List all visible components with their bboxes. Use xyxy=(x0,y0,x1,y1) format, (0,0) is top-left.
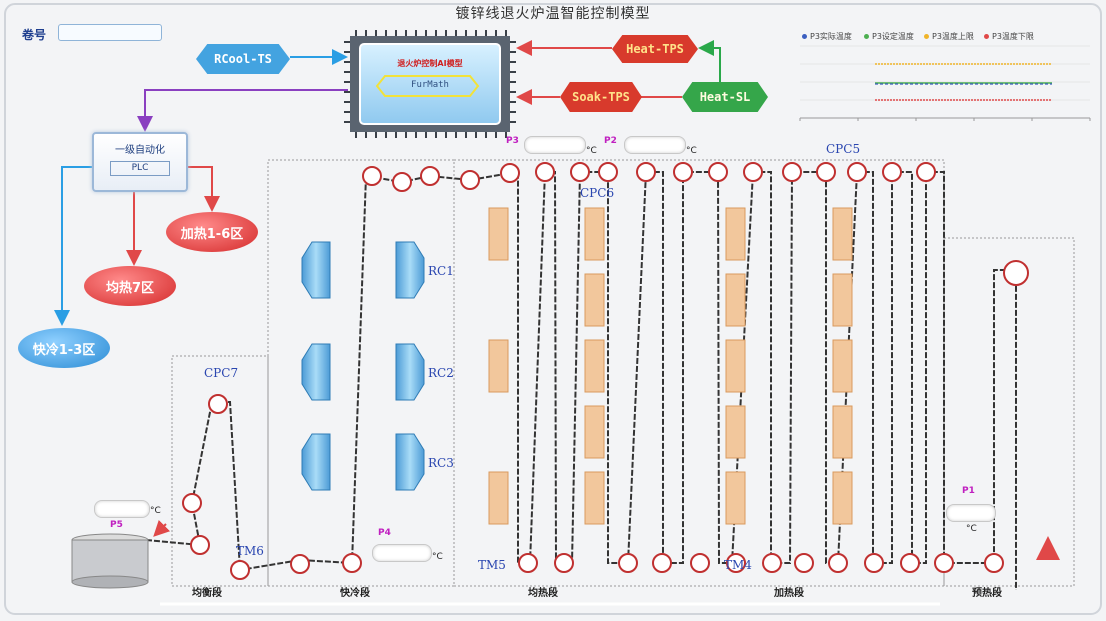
p4-gauge[interactable] xyxy=(372,544,432,562)
rcool-ts-module[interactable]: RCool-TS xyxy=(196,44,290,74)
section-heat: 加热段 xyxy=(774,588,804,599)
legend-item-upper: P3温度上限 xyxy=(924,31,974,42)
rc2-label: RC2 xyxy=(428,366,454,380)
p1-gauge[interactable] xyxy=(946,504,996,522)
page-title: 镀锌线退火炉温智能控制模型 xyxy=(455,6,651,22)
legend-item-actual: P3实际温度 xyxy=(802,31,852,42)
rc1-label: RC1 xyxy=(428,264,454,278)
section-balance: 均衡段 xyxy=(192,588,222,599)
p5-probe: P5 xyxy=(110,520,123,530)
cpc7-label: CPC7 xyxy=(204,366,239,380)
heat-tps-module[interactable]: Heat-TPS xyxy=(612,35,698,63)
section-preheat: 预热段 xyxy=(972,588,1002,599)
coil-icon xyxy=(71,533,149,589)
heat-zone-button[interactable]: 加热1-6区 xyxy=(166,212,258,252)
tm5-label: TM5 xyxy=(478,558,506,572)
p3-unit: °C xyxy=(586,146,597,156)
section-fast-cool: 快冷段 xyxy=(340,588,370,599)
p1-unit: °C xyxy=(966,524,977,534)
coil-input[interactable] xyxy=(58,24,162,41)
p2-unit: °C xyxy=(686,146,697,156)
soak-zone-button[interactable]: 均热7区 xyxy=(84,266,176,306)
p4-unit: °C xyxy=(432,552,443,562)
ai-chip xyxy=(344,30,516,138)
p5-unit: °C xyxy=(150,506,161,516)
p5-gauge[interactable] xyxy=(94,500,150,518)
tm4-label: TM4 xyxy=(724,558,752,572)
cpc6-label: CPC6 xyxy=(580,186,615,200)
cpc5-label: CPC5 xyxy=(826,142,861,156)
section-soak: 均热段 xyxy=(528,588,558,599)
p1-probe: P1 xyxy=(962,486,975,496)
cool-zone-button[interactable]: 快冷1-3区 xyxy=(18,328,110,368)
rc3-label: RC3 xyxy=(428,456,454,470)
tm6-label: TM6 xyxy=(236,544,264,558)
legend-item-setpoint: P3设定温度 xyxy=(864,31,914,42)
heat-sl-module[interactable]: Heat-SL xyxy=(682,82,768,112)
plc-panel[interactable]: 一级自动化 PLC xyxy=(92,132,188,192)
legend-item-lower: P3温度下限 xyxy=(984,31,1034,42)
p2-probe: P2 xyxy=(604,136,617,146)
p2-gauge[interactable] xyxy=(624,136,686,154)
p3-probe: P3 xyxy=(506,136,519,146)
ai-chip-title: 退火炉控制AI模型 xyxy=(397,59,463,68)
plc-title: 一级自动化 xyxy=(115,145,165,156)
soak-tps-module[interactable]: Soak-TPS xyxy=(560,82,642,112)
ai-chip-subtitle: FurMath xyxy=(411,80,449,90)
coil-label: 卷号 xyxy=(22,28,47,42)
temperature-chart xyxy=(799,45,1091,121)
p4-probe: P4 xyxy=(378,528,391,538)
plc-label: PLC xyxy=(110,161,170,176)
p3-gauge[interactable] xyxy=(524,136,586,154)
